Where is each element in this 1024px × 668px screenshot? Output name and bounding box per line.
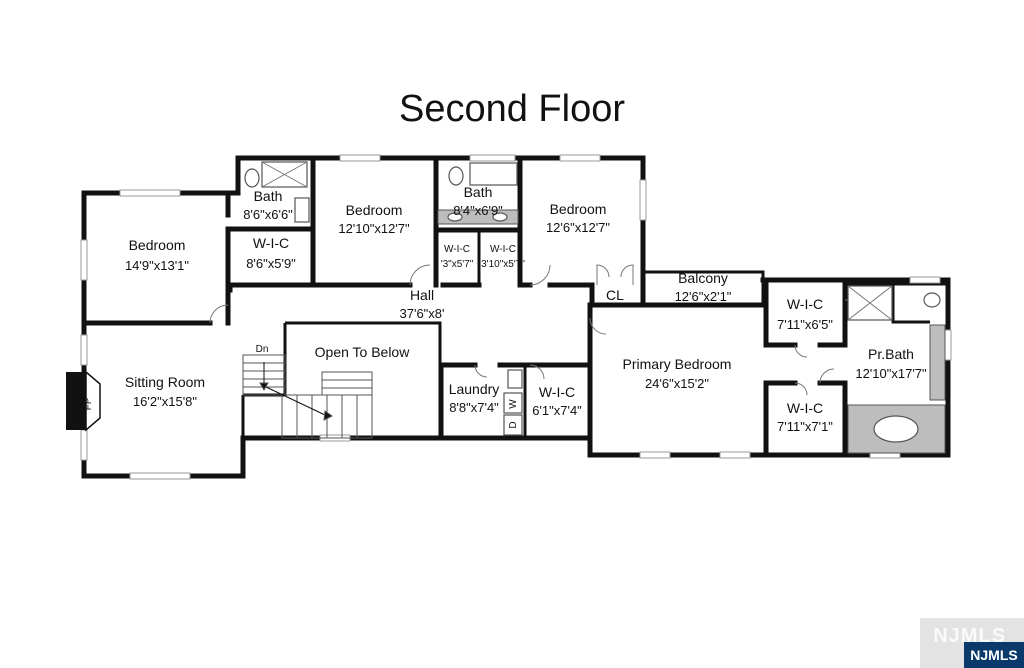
room-dim-wic-primary-bottom: 7'11"x7'1"	[777, 419, 833, 434]
room-dim-bedroom-left: 14'9"x13'1"	[125, 258, 189, 273]
toilet-icon	[923, 292, 941, 308]
room-dim-primary-bath: 12'10"x17'7"	[855, 366, 927, 381]
room-dim-bedroom-right: 12'6"x12'7"	[546, 220, 610, 235]
stairs-icon	[242, 354, 373, 439]
toilet-icon	[448, 166, 464, 186]
dryer-icon	[503, 414, 523, 436]
room-name-closet: CL	[606, 287, 624, 303]
room-name-wic-left: W-I-C	[253, 235, 289, 251]
room-name-wic-laundry: W-I-C	[539, 384, 575, 400]
fireplace-icon	[66, 372, 86, 430]
room-labels: Bedroom 14'9"x13'1" Bath 8'6"x6'6" W-I-C…	[83, 184, 927, 434]
room-dim-wic-primary-top: 7'11"x6'5"	[777, 317, 833, 332]
room-name-wic-mid-a: W-I-C	[444, 244, 470, 255]
laundry-sink-icon	[507, 369, 523, 389]
room-dim-balcony: 12'6"x2'1"	[675, 289, 732, 304]
room-name-hall: Hall	[410, 287, 434, 303]
watermark-text: NJMLS	[933, 625, 1006, 647]
room-dim-bedroom-mid: 12'10"x12'7"	[338, 221, 410, 236]
room-dim-wic-left: 8'6"x5'9"	[246, 256, 296, 271]
room-name-bedroom-left: Bedroom	[129, 237, 186, 253]
room-name-wic-primary-bottom: W-I-C	[787, 400, 823, 416]
tub-icon	[469, 162, 518, 186]
dryer-label: D	[508, 421, 519, 428]
room-dim-wic-mid-b: 3'10"x5'7"	[481, 259, 525, 270]
bathtub-icon	[873, 415, 919, 443]
room-name-laundry: Laundry	[449, 381, 500, 397]
room-dim-primary-bedroom: 24'6"x15'2"	[645, 376, 709, 391]
room-name-bath-mid: Bath	[464, 184, 493, 200]
toilet-icon	[244, 168, 260, 188]
room-dim-bath-mid: 8'4"x6'9"	[453, 203, 503, 218]
fixtures	[66, 161, 946, 454]
walls	[81, 155, 951, 479]
room-name-balcony: Balcony	[678, 270, 728, 286]
washer-icon	[503, 392, 523, 414]
room-name-primary-bedroom: Primary Bedroom	[623, 356, 732, 372]
room-name-sitting-room: Sitting Room	[125, 374, 205, 390]
room-dim-wic-mid-a: '3"x5'7"	[441, 259, 474, 270]
sink-icon	[294, 197, 310, 223]
room-name-bedroom-right: Bedroom	[550, 201, 607, 217]
room-name-wic-mid-b: W-I-C	[490, 244, 516, 255]
doors	[209, 264, 860, 396]
stair-down-label: Dn	[256, 344, 269, 355]
room-name-open-below: Open To Below	[315, 344, 411, 360]
washer-label: W	[508, 399, 519, 409]
room-dim-hall: 37'6"x8'	[400, 306, 445, 321]
room-dim-bath-left: 8'6"x6'6"	[243, 207, 293, 222]
mls-badge: NJMLS	[964, 642, 1024, 668]
room-name-bedroom-mid: Bedroom	[346, 202, 403, 218]
floor-plan-title: Second Floor	[398, 88, 625, 130]
vanity-icon	[929, 324, 946, 401]
room-name-primary-bath: Pr.Bath	[868, 346, 914, 362]
room-dim-wic-laundry: 6'1"x7'4"	[532, 403, 582, 418]
room-dim-laundry: 8'8"x7'4"	[449, 400, 499, 415]
room-name-bath-left: Bath	[254, 188, 283, 204]
room-dim-sitting-room: 16'2"x15'8"	[133, 394, 197, 409]
room-name-wic-primary-top: W-I-C	[787, 296, 823, 312]
fireplace-label: FP	[83, 397, 94, 410]
